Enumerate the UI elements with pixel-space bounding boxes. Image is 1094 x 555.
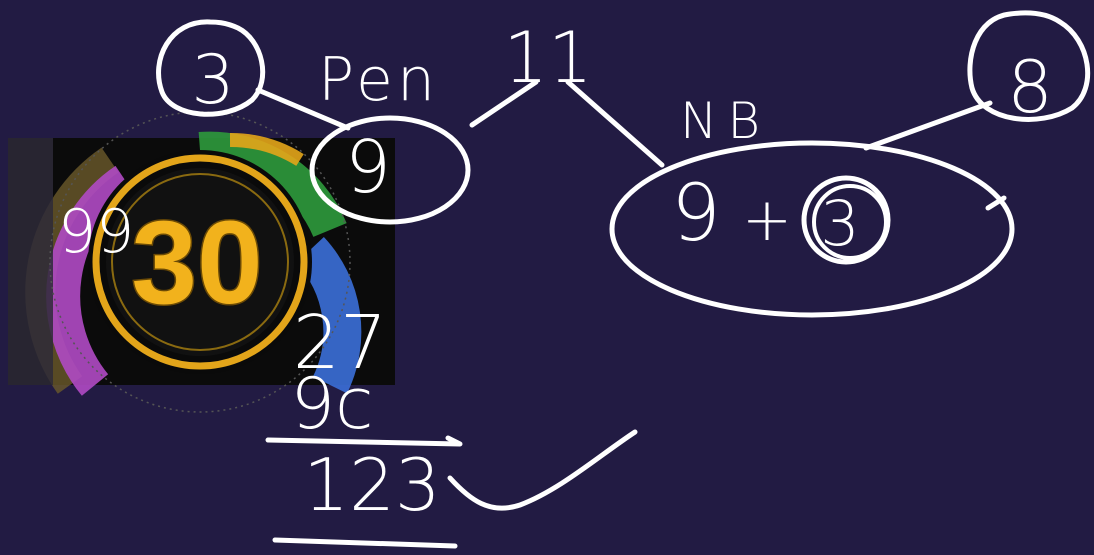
overlay-left-number: 99 [58, 197, 134, 267]
plus-sign: + [742, 185, 792, 255]
total-underline [275, 540, 455, 546]
value-b: 9c [290, 363, 373, 445]
connector-line-right [866, 103, 990, 148]
pen-label: Pen [318, 45, 439, 115]
circled-pen-digit: 9 [345, 125, 391, 209]
checkmark-icon [450, 432, 635, 508]
circled-number-right: 8 [970, 13, 1088, 129]
circled-right-digit: 8 [1007, 45, 1053, 129]
circled-left-digit: 3 [191, 41, 234, 120]
timer-number: 30 [131, 197, 262, 329]
top-number: 11 [503, 17, 592, 99]
circled-number-left: 3 [159, 22, 263, 120]
nb-label: NB [680, 92, 770, 150]
sum-circled-digit: 3 [820, 187, 859, 260]
nb-ellipse: 9 + 3 [612, 143, 1012, 315]
branch-right [568, 82, 662, 165]
total-value: 123 [303, 443, 440, 527]
sum-left-digit: 9 [671, 169, 721, 259]
